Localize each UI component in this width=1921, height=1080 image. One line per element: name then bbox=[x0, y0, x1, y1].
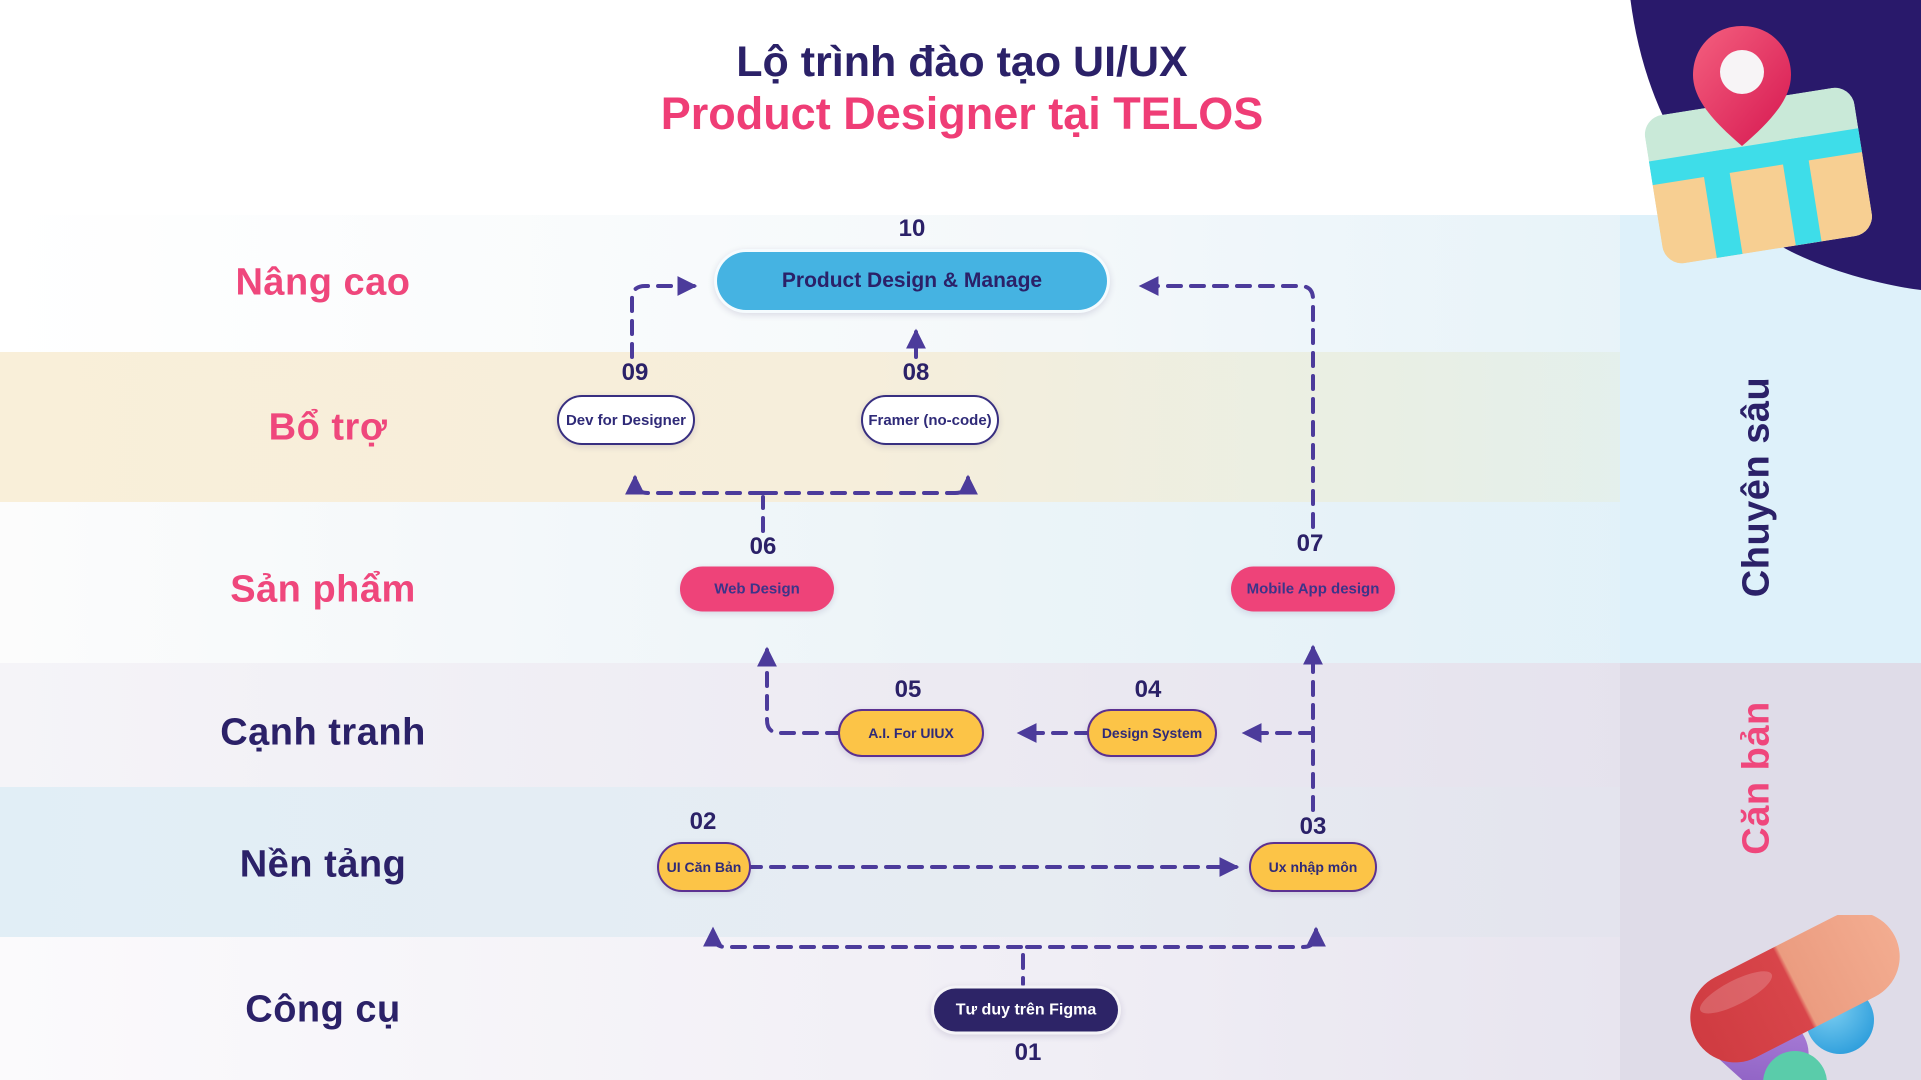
node-tu-duy-tren-figma: Tư duy trên Figma bbox=[931, 985, 1121, 1035]
node-number-06: 06 bbox=[749, 533, 777, 560]
right-panel-advanced bbox=[1620, 215, 1921, 663]
row-label-cong-cu: Công cụ bbox=[245, 988, 401, 1031]
node-number-08: 08 bbox=[902, 359, 930, 386]
node-mobile-app-design: Mobile App design bbox=[1231, 566, 1395, 612]
band-san-pham bbox=[0, 502, 1921, 663]
page-title-line2: Product Designer tại TELOS bbox=[660, 88, 1264, 139]
node-framer-no-code: Framer (no-code) bbox=[861, 395, 999, 445]
node-dev-for-designer: Dev for Designer bbox=[557, 395, 695, 445]
node-ai-for-uiux: A.I. For UIUX bbox=[838, 709, 984, 757]
node-number-07: 07 bbox=[1296, 530, 1324, 557]
node-number-02: 02 bbox=[689, 808, 717, 835]
node-product-design-manage: Product Design & Manage bbox=[714, 249, 1110, 313]
row-label-nen-tang: Nền tảng bbox=[239, 843, 407, 886]
side-label-chuyen-sau: Chuyên sâu bbox=[1735, 376, 1778, 598]
node-number-09: 09 bbox=[621, 359, 649, 386]
node-number-05: 05 bbox=[894, 676, 922, 703]
node-ux-nhap-mon: Ux nhập môn bbox=[1249, 842, 1377, 892]
row-label-bo-tro: Bổ trợ bbox=[268, 406, 388, 449]
row-label-nang-cao: Nâng cao bbox=[235, 261, 411, 304]
page-title-line1: Lộ trình đào tạo UI/UX bbox=[736, 38, 1188, 86]
map-pin-icon bbox=[1630, 0, 1921, 290]
node-number-04: 04 bbox=[1134, 676, 1162, 703]
node-number-01: 01 bbox=[1014, 1039, 1042, 1066]
node-ui-can-ban: UI Căn Bản bbox=[657, 842, 751, 892]
node-design-system: Design System bbox=[1087, 709, 1217, 757]
node-web-design: Web Design bbox=[680, 566, 834, 612]
node-number-03: 03 bbox=[1299, 813, 1327, 840]
row-label-san-pham: Sản phẩm bbox=[230, 568, 416, 611]
node-number-10: 10 bbox=[898, 215, 926, 242]
band-nen-tang bbox=[0, 787, 1921, 937]
side-label-can-ban: Căn bản bbox=[1735, 701, 1778, 855]
row-label-canh-tranh: Cạnh tranh bbox=[220, 711, 426, 754]
figma-3d-icon bbox=[1690, 915, 1900, 1080]
